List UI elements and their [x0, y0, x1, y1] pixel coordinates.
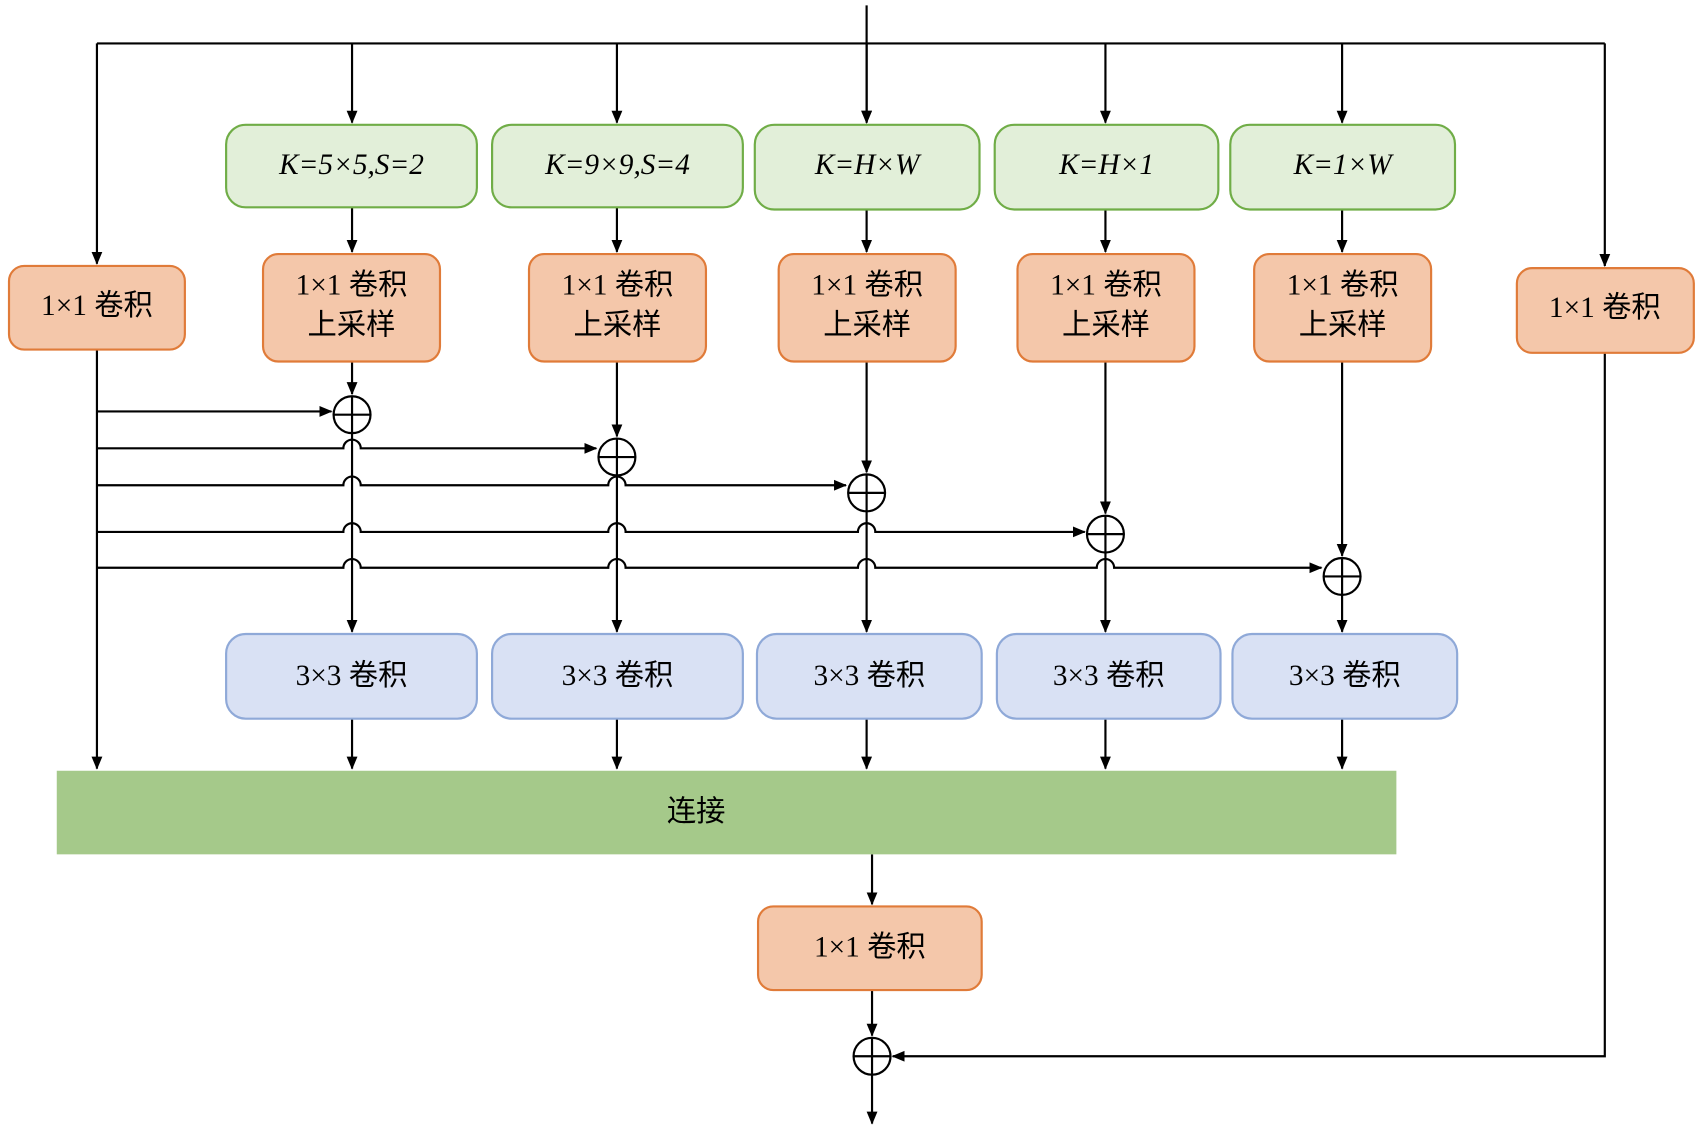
residual-line — [891, 352, 1606, 1062]
upsample-conv-label: 1×1 卷积 — [562, 268, 674, 301]
skip-line-3 — [96, 522, 1086, 538]
upsample-label: 上采样 — [574, 309, 662, 342]
conv3-label: 3×3 卷积 — [562, 659, 674, 692]
add-node-0 — [332, 395, 372, 435]
upsample-label: 上采样 — [308, 309, 396, 342]
upsample-box-2 — [777, 252, 957, 363]
add-node-3 — [1085, 514, 1125, 554]
left-conv-box — [7, 264, 186, 351]
output-conv-label: 1×1 卷积 — [814, 931, 926, 964]
pool-kernel-label: K=H×1 — [1058, 149, 1154, 181]
upsample-box-1 — [527, 252, 708, 363]
conv3-box-4 — [1231, 632, 1459, 720]
upsample-label: 上采样 — [823, 309, 911, 342]
conv3-box-2 — [755, 632, 983, 720]
pool-box-2 — [753, 123, 981, 211]
conv3-label: 3×3 卷积 — [813, 659, 925, 692]
skip-line-4 — [96, 557, 1323, 574]
pool-kernel-label: K=5×5,S=2 — [278, 149, 424, 181]
skip-line-2 — [96, 475, 848, 491]
upsample-conv-label: 1×1 卷积 — [296, 268, 408, 301]
concat-label: 连接 — [667, 795, 726, 828]
upsample-box-4 — [1253, 252, 1433, 363]
final-add-node — [852, 1036, 892, 1076]
skip-line-1 — [96, 438, 598, 454]
pool-kernel-label: K=9×9,S=4 — [544, 149, 690, 181]
output-conv-box — [756, 905, 983, 992]
upsample-box-3 — [1016, 252, 1196, 363]
pool-box-4 — [1229, 123, 1457, 211]
conv3-label: 3×3 卷积 — [1289, 659, 1401, 692]
conv3-label: 3×3 卷积 — [296, 659, 408, 692]
conv3-box-0 — [225, 632, 478, 720]
upsample-label: 上采样 — [1062, 309, 1150, 342]
left-conv-label: 1×1 卷积 — [41, 289, 153, 322]
pool-kernel-label: K=1×W — [1293, 149, 1395, 181]
right-conv-box — [1515, 267, 1695, 354]
upsample-box-0 — [261, 252, 442, 363]
upsample-conv-label: 1×1 卷积 — [1050, 268, 1162, 301]
conv3-box-3 — [995, 632, 1222, 720]
upsample-conv-label: 1×1 卷积 — [1287, 268, 1399, 301]
pool-box-3 — [993, 123, 1220, 211]
add-node-4 — [1322, 556, 1362, 596]
add-node-2 — [847, 473, 887, 513]
right-conv-label: 1×1 卷积 — [1549, 291, 1661, 324]
conv3-label: 3×3 卷积 — [1053, 659, 1165, 692]
pool-box-1 — [491, 123, 744, 209]
pool-kernel-label: K=H×W — [814, 149, 922, 181]
conv3-box-1 — [491, 632, 744, 720]
upsample-conv-label: 1×1 卷积 — [811, 268, 923, 301]
upsample-label: 上采样 — [1299, 309, 1387, 342]
add-node-1 — [597, 437, 637, 477]
pool-box-0 — [225, 123, 478, 209]
concat-bar — [56, 770, 1397, 855]
